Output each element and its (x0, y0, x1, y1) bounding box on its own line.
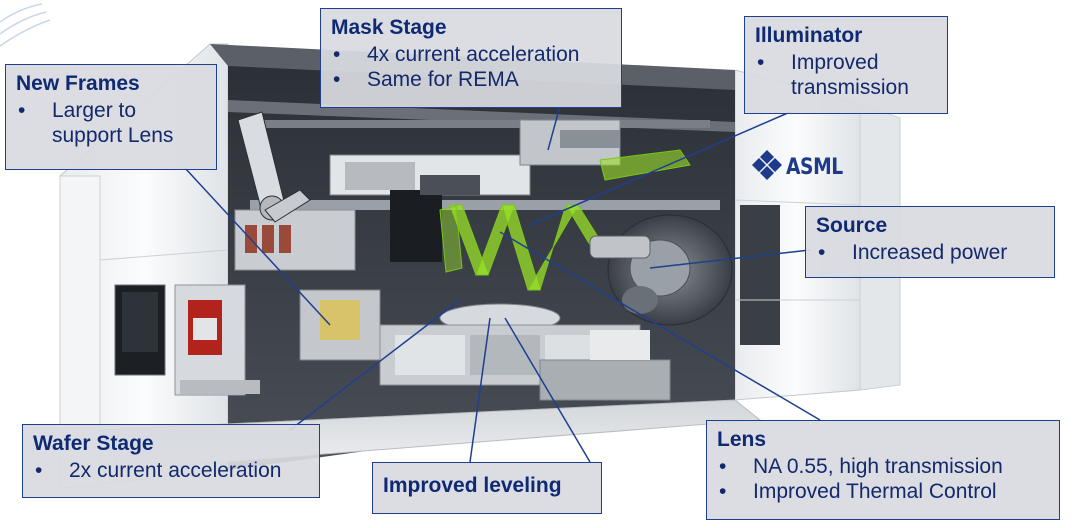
callout-lens-item: NA 0.55, high transmission (717, 454, 1051, 479)
callout-illuminator: Illuminator Improved transmission (744, 16, 948, 114)
callout-improved-leveling: Improved leveling (372, 462, 602, 514)
callout-new-frames-title: New Frames (16, 72, 140, 95)
callout-lens-item: Improved Thermal Control (717, 479, 1051, 504)
leader-mask-stage (547, 105, 561, 151)
callout-new-frames-list: Larger to support Lens (16, 98, 208, 148)
decorative-arcs (0, 3, 51, 47)
callout-illuminator-title: Illuminator (755, 24, 863, 47)
robot-arm (237, 111, 311, 223)
panel-seams (99, 199, 861, 301)
mask-stage-block (329, 119, 621, 262)
callout-improved-leveling-title: Improved leveling (383, 474, 562, 497)
callout-source-title: Source (816, 214, 888, 237)
leader-wafer-stage (289, 299, 461, 431)
callout-wafer-stage-list: 2x current acceleration (33, 458, 311, 483)
callout-new-frames-item: Larger to support Lens (16, 98, 208, 148)
callout-illuminator-item: Improved transmission (755, 50, 939, 100)
callout-illuminator-list: Improved transmission (755, 50, 939, 100)
callout-mask-stage-title: Mask Stage (331, 16, 447, 39)
wafer-stage-area (299, 289, 671, 401)
source-chamber (589, 205, 780, 345)
callout-lens-title: Lens (717, 428, 767, 451)
leader-illuminator (529, 111, 791, 226)
leader-new-frames (184, 167, 331, 326)
callout-mask-stage-item: 4x current acceleration (331, 42, 613, 67)
leader-source (649, 249, 811, 269)
leader-lines (184, 105, 821, 463)
asml-logo-mark (752, 150, 782, 180)
callout-mask-stage: Mask Stage 4x current acceleration Same … (320, 8, 622, 108)
wafer-handler (114, 209, 356, 396)
callout-wafer-stage-title: Wafer Stage (33, 432, 154, 455)
callout-wafer-stage-item: 2x current acceleration (33, 458, 311, 483)
callout-source: Source Increased power (805, 206, 1055, 278)
callout-mask-stage-item: Same for REMA (331, 67, 613, 92)
asml-logo-text: ASML (786, 155, 843, 180)
callout-lens-list: NA 0.55, high transmission Improved Ther… (717, 454, 1051, 505)
callout-wafer-stage: Wafer Stage 2x current acceleration (22, 424, 320, 498)
leader-lens (499, 231, 821, 421)
callout-new-frames: New Frames Larger to support Lens (5, 64, 217, 170)
callout-mask-stage-list: 4x current acceleration Same for REMA (331, 42, 613, 93)
callout-source-item: Increased power (816, 240, 1046, 265)
euv-beam (439, 149, 691, 291)
callout-source-list: Increased power (816, 240, 1046, 265)
leader-leveling (469, 317, 491, 463)
callout-lens: Lens NA 0.55, high transmission Improved… (706, 420, 1060, 520)
